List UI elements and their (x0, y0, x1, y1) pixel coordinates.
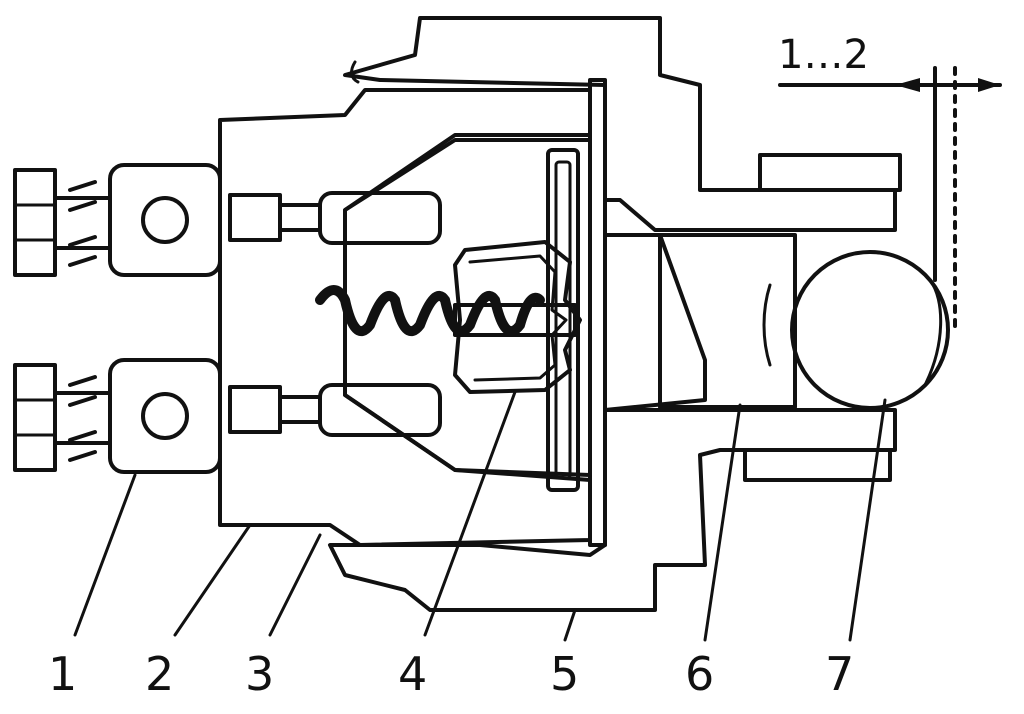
return-spring (315, 285, 545, 336)
dimension-label: 1…2 (778, 32, 869, 78)
callout-3: 3 (245, 647, 274, 701)
actuating-ball (790, 250, 950, 410)
callout-6: 6 (685, 647, 714, 701)
contact-bridge (453, 148, 582, 492)
travel-dimension: 1…2 (778, 32, 1002, 332)
terminal-screw-lower (13, 358, 222, 474)
terminal-lower (228, 383, 442, 437)
callout-1: 1 (48, 647, 77, 701)
terminal-upper (228, 191, 442, 245)
pusher-plunger (658, 233, 797, 409)
contact-chamber (343, 138, 592, 477)
housing (328, 16, 897, 612)
locking-nut (743, 153, 902, 482)
callout-5: 5 (550, 647, 579, 701)
arrow-right-icon (895, 78, 920, 92)
callout-7: 7 (825, 647, 854, 701)
insulator-body (218, 78, 707, 547)
terminal-screw-upper (13, 163, 222, 277)
leader-lines (73, 390, 887, 642)
callout-2: 2 (145, 647, 174, 701)
callout-4: 4 (398, 647, 427, 701)
